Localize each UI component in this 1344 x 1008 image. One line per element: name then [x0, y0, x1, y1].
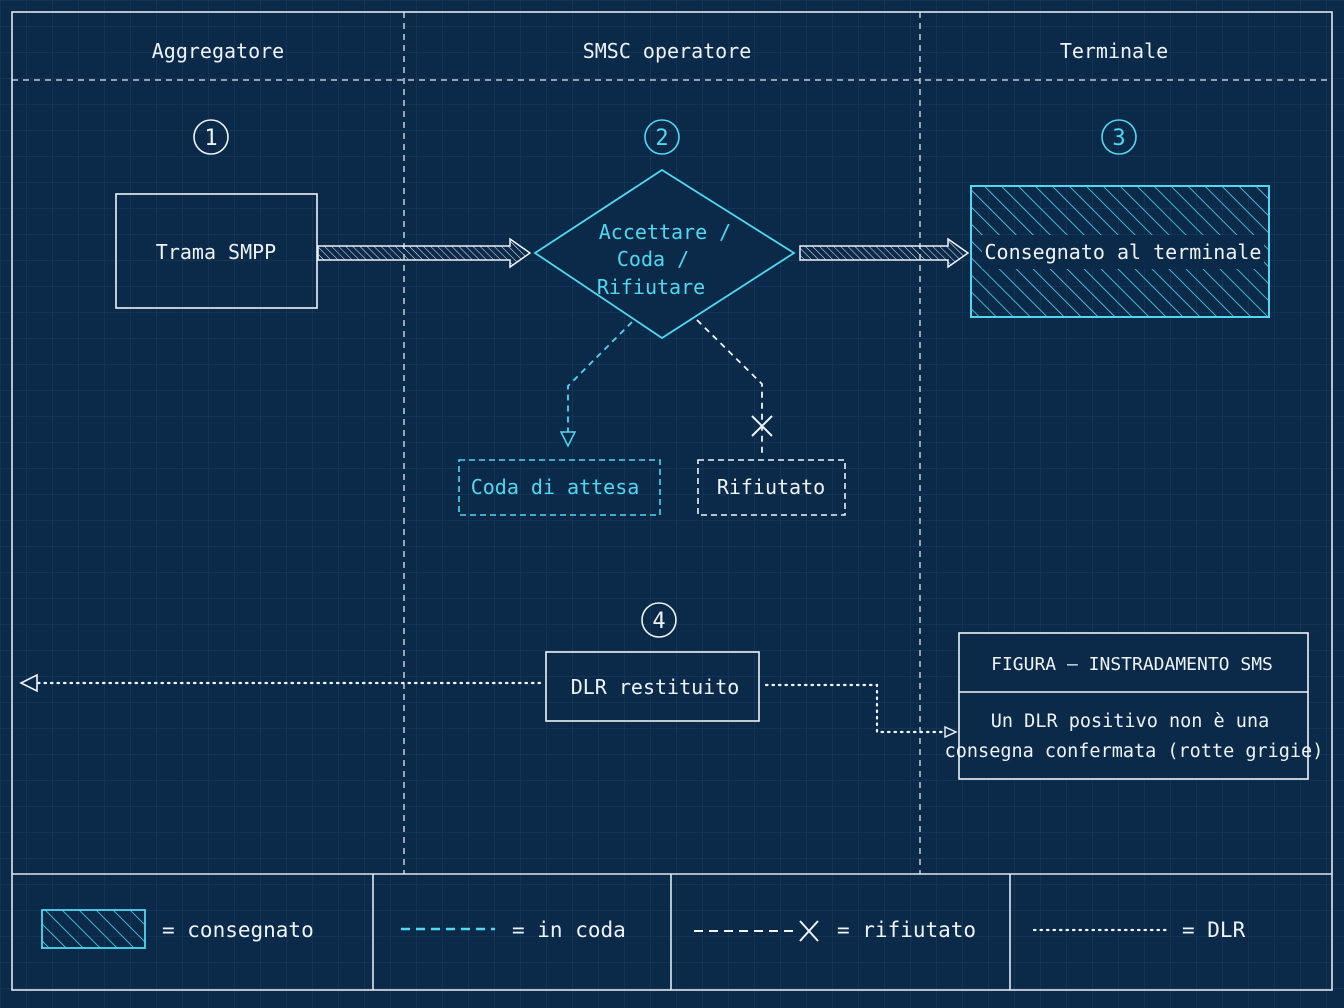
dlr-note-arrowhead: [944, 725, 958, 739]
submit-arrow: [317, 237, 532, 269]
outer-frame: [11, 11, 1333, 991]
figure-note-line-1: Un DLR positivo non è una: [991, 711, 1269, 732]
delivered-label: Consegnato al terminale: [985, 240, 1262, 264]
step-2-circle: [644, 119, 680, 155]
queued-path: [567, 321, 633, 432]
legend-reject-cross-icon: [799, 920, 819, 942]
step-3-circle: [1101, 119, 1137, 155]
decision-line-3: Rifiutare: [597, 275, 705, 299]
legend: = consegnato = in coda = rifiutato = DLR: [12, 873, 1332, 990]
queue-label: Coda di attesa: [471, 475, 640, 499]
legend-queued-label: = in coda: [512, 918, 626, 942]
decision-line-1: Accettare /: [599, 220, 731, 244]
legend-delivered-label: = consegnato: [162, 918, 314, 942]
queue-box: [458, 459, 661, 516]
legend-dlr-label: = DLR: [1182, 918, 1246, 942]
legend-rejected-label: = rifiutato: [837, 918, 976, 942]
step-1-circle: [193, 119, 229, 155]
decision-diamond: [533, 168, 796, 340]
step-1-label: 1: [204, 126, 217, 151]
rejected-label: Rifiutato: [717, 475, 825, 499]
deliver-arrow: [799, 237, 970, 269]
rejected-box: [697, 459, 846, 516]
lane-header-smsc: SMSC operatore: [583, 39, 752, 63]
figure-note-line-2: consegna confermata (rotte grigie): [945, 741, 1324, 762]
lane-header-aggregator: Aggregatore: [152, 39, 284, 63]
queued-arrowhead: [559, 431, 577, 448]
dlr-label: DLR restituito: [571, 675, 740, 699]
smpp-frame-box: [115, 193, 318, 309]
figure-note-box: [958, 632, 1309, 780]
dlr-return-arrowhead: [19, 673, 38, 693]
dlr-box: [545, 651, 760, 722]
step-3-label: 3: [1112, 126, 1125, 151]
step-4-circle: [641, 602, 677, 638]
step-2-label: 2: [655, 126, 668, 151]
lane-header-terminal: Terminale: [1060, 39, 1168, 63]
step-4-label: 4: [652, 609, 665, 634]
figure-note-title: FIGURA – INSTRADAMENTO SMS: [991, 654, 1273, 675]
rejected-path: [696, 319, 763, 455]
legend-delivered-swatch: [41, 909, 146, 949]
reject-cross-icon: [751, 415, 773, 437]
delivered-label-backdrop: [982, 235, 1264, 269]
decision-line-2: Coda /: [617, 247, 689, 271]
smpp-frame-label: Trama SMPP: [156, 240, 276, 264]
